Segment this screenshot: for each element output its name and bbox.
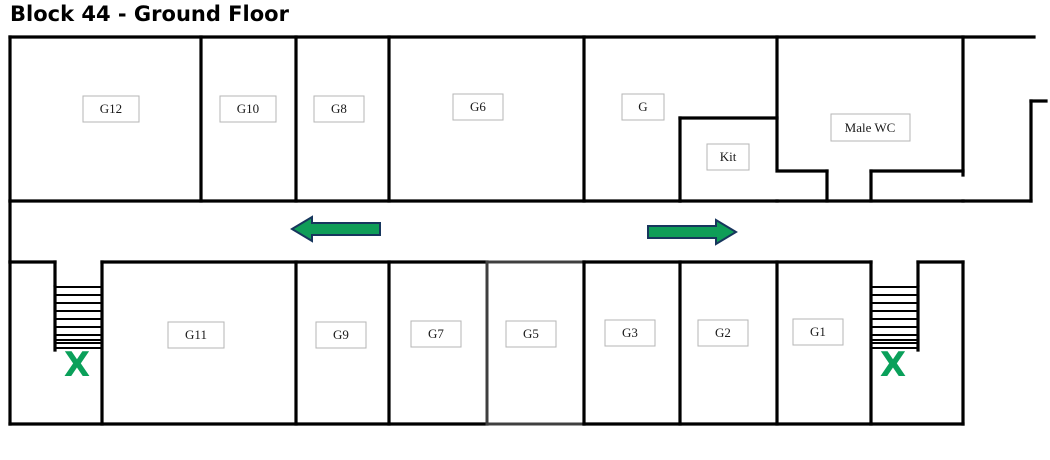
room-label-text: Male WC — [845, 120, 896, 135]
room-label-g2: G2 — [697, 319, 749, 347]
room-label-text: Kit — [720, 149, 737, 164]
room-label-text: G1 — [810, 324, 826, 339]
central-corridor — [8, 199, 965, 264]
room-label-g: G — [621, 93, 665, 121]
room-label-text: G11 — [185, 327, 207, 342]
room-label-text: G3 — [622, 325, 638, 340]
room-label-g6: G6 — [452, 93, 504, 121]
room-label-male-wc: Male WC — [830, 113, 911, 142]
page-title: Block 44 - Ground Floor — [10, 2, 289, 26]
room-label-kit: Kit — [706, 143, 750, 171]
room-label-g7: G7 — [410, 320, 462, 348]
room-label-g8: G8 — [313, 95, 365, 123]
stair-left[interactable] — [53, 285, 102, 352]
room-label-text: G2 — [715, 325, 731, 340]
bottom-row-walls — [8, 260, 965, 426]
exit-marker-right: X — [880, 345, 906, 385]
room-label-text: G6 — [470, 99, 486, 114]
room-label-text: G12 — [100, 101, 122, 116]
room-label-g1: G1 — [792, 318, 844, 346]
room-label-g9: G9 — [315, 321, 367, 349]
room-label-text: G5 — [523, 326, 539, 341]
room-label-text: G — [638, 99, 647, 114]
room-label-g12: G12 — [82, 95, 140, 123]
arrow-right-icon — [647, 218, 738, 246]
exit-marker-left: X — [64, 345, 90, 385]
room-label-text: G7 — [428, 326, 444, 341]
room-label-g5: G5 — [505, 320, 557, 348]
room-label-g3: G3 — [604, 319, 656, 347]
room-label-text: G10 — [237, 101, 259, 116]
stair-right[interactable] — [871, 285, 920, 352]
arrow-left-icon — [290, 215, 381, 243]
room-label-text: G8 — [331, 101, 347, 116]
room-label-g10: G10 — [219, 95, 277, 123]
room-label-text: G9 — [333, 327, 349, 342]
room-label-g11: G11 — [167, 321, 225, 349]
top-row-walls — [8, 35, 1048, 203]
